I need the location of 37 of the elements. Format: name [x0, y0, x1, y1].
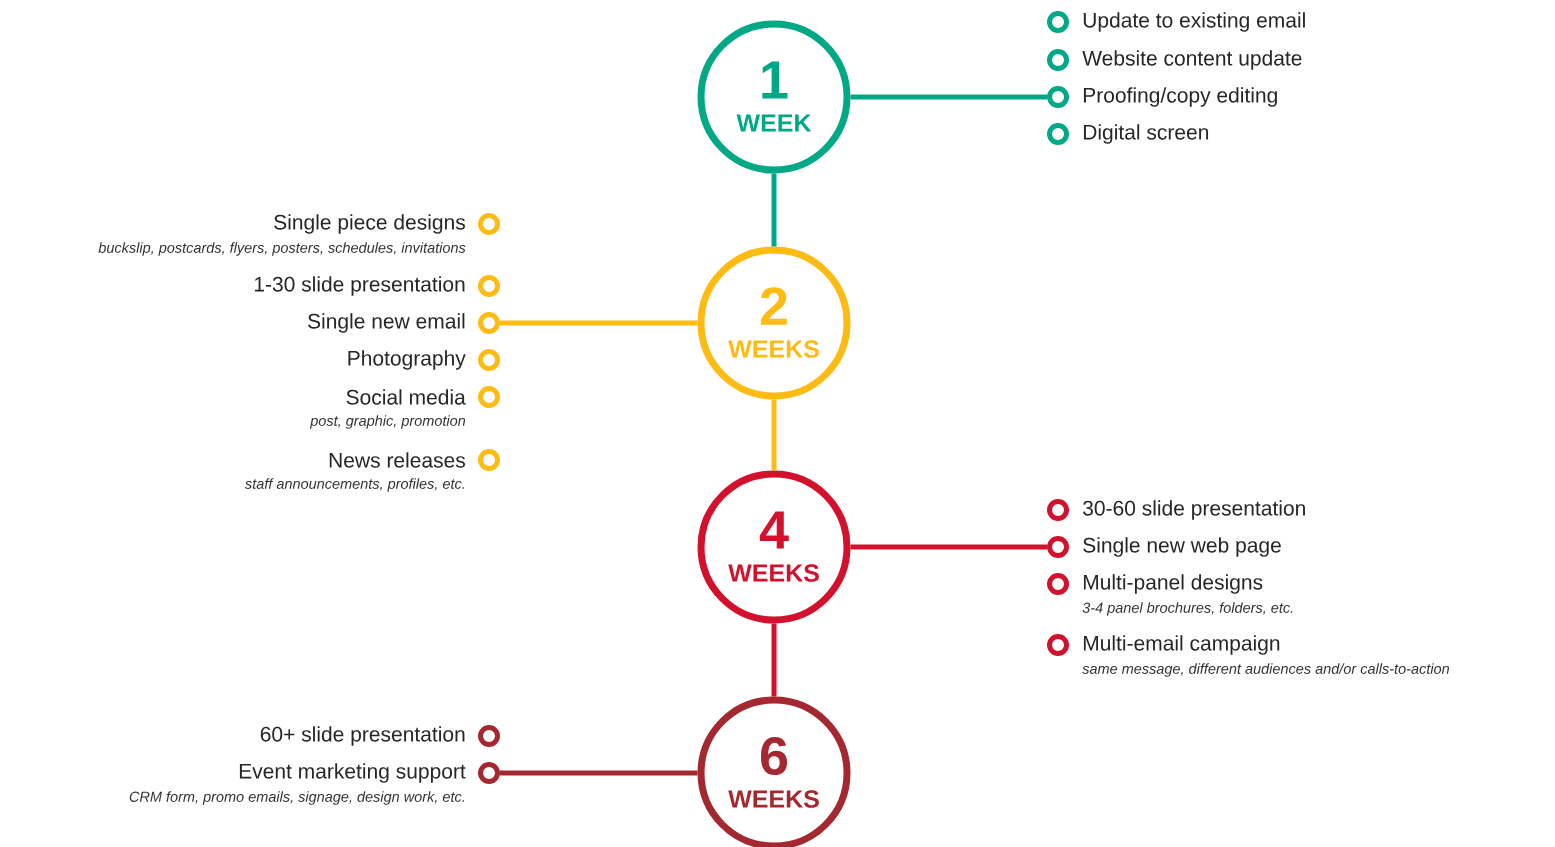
item-label: Photography — [348, 350, 466, 370]
item-description: 3-4 panel brochures, folders, etc. — [1082, 602, 1293, 616]
connector-line — [771, 399, 777, 471]
week-number: 2 — [760, 287, 787, 325]
connector-line — [500, 320, 698, 326]
item-label: Website content update — [1082, 50, 1302, 70]
item-description: CRM form, promo emails, signage, design work, etc. — [129, 791, 464, 805]
item-label: Proofing/copy editing — [1083, 87, 1277, 107]
item-description: buckslip, postcards, flyers, posters, schedules, invitations — [98, 242, 466, 256]
week-label: WEEK — [736, 114, 812, 132]
item-description: post, graphic, promotion — [309, 415, 466, 429]
week-label: WEEKS — [728, 340, 819, 358]
connector-line — [771, 623, 777, 697]
item-label: Single new web page — [1083, 537, 1281, 557]
item-label: Digital screen — [1083, 124, 1209, 144]
item-label: 1-30 slide presentation — [254, 276, 465, 296]
week-number: 6 — [760, 736, 788, 776]
week-number: 4 — [759, 511, 789, 549]
connector-line — [500, 770, 698, 776]
week-label: WEEKS — [728, 564, 819, 582]
item-label: 60+ slide presentation — [260, 726, 465, 746]
item-label: Single piece designs — [274, 214, 465, 234]
item-description: staff announcements, profiles, etc. — [245, 478, 464, 492]
connector-line — [850, 544, 1047, 550]
item-label: Multi-panel designs — [1083, 574, 1263, 594]
item-description: same message, different audiences and/or calls-to-action — [1082, 663, 1449, 677]
connector-line — [771, 173, 777, 247]
item-label: Multi-email campaign — [1083, 635, 1280, 655]
week-number: 1 — [762, 61, 788, 99]
week-label: WEEKS — [728, 790, 819, 808]
item-label: News releases — [329, 452, 465, 468]
item-label: Single new email — [308, 313, 465, 333]
item-label: Social media — [346, 389, 466, 405]
item-label: Update to existing email — [1083, 12, 1305, 32]
connector-line — [850, 94, 1047, 100]
item-label: 30-60 slide presentation — [1083, 500, 1305, 520]
item-label: Event marketing support — [239, 763, 466, 783]
